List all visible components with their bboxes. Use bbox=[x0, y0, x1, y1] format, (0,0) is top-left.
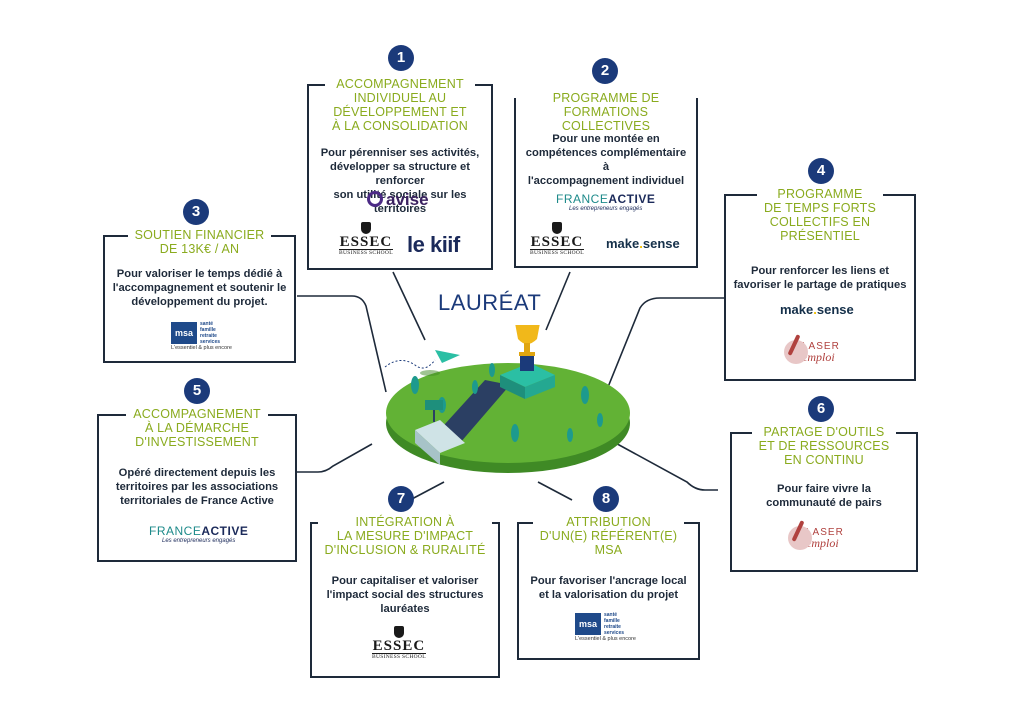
msa-logo: msa santé famille retraite services L'es… bbox=[575, 612, 636, 642]
box-description: Opéré directement depuis les territoires… bbox=[115, 467, 279, 507]
box-formations-collectives: PROGRAMME DE FORMATIONS COLLECTIVES Pour… bbox=[514, 91, 698, 268]
box-mesure-impact: INTÉGRATION À LA MESURE D'IMPACT D'INCLU… bbox=[310, 515, 500, 678]
box-title: ACCOMPAGNEMENT À LA DÉMARCHE D'INVESTISS… bbox=[126, 407, 268, 449]
step-number-7: 7 bbox=[388, 486, 414, 512]
box-description: Pour faire vivre la communauté de pairs bbox=[766, 483, 882, 509]
step-number-6: 6 bbox=[808, 396, 834, 422]
box-temps-forts: PROGRAMME DE TEMPS FORTS COLLECTIFS EN P… bbox=[724, 187, 916, 381]
box-title: PARTAGE D'OUTILS ET DE RESSOURCES EN CON… bbox=[751, 425, 897, 467]
essec-logo: ESSEC BUSINESS SCHOOL bbox=[339, 222, 393, 257]
box-title: INTÉGRATION À LA MESURE D'IMPACT D'INCLU… bbox=[317, 515, 493, 557]
box-demarche-investissement: ACCOMPAGNEMENT À LA DÉMARCHE D'INVESTISS… bbox=[97, 407, 297, 562]
essec-logo: ESSEC BUSINESS SCHOOL bbox=[372, 626, 426, 661]
box-referent-msa: ATTRIBUTION D'UN(E) RÉFÉRENT(E) MSA Pour… bbox=[517, 515, 700, 660]
essec-logo: ESSEC BUSINESS SCHOOL bbox=[530, 222, 584, 257]
avise-logo: avise bbox=[367, 190, 429, 210]
makesense-logo: make.sense bbox=[780, 302, 854, 317]
box-partage-outils: PARTAGE D'OUTILS ET DE RESSOURCES EN CON… bbox=[730, 425, 918, 572]
box-description: Pour valoriser le temps dédié à l'accomp… bbox=[112, 268, 287, 308]
makesense-logo: make.sense bbox=[606, 236, 680, 251]
step-number-8: 8 bbox=[593, 486, 619, 512]
msa-logo: msa santé famille retraite services L'es… bbox=[171, 321, 232, 351]
le-kiif-logo: le kiif bbox=[407, 232, 460, 257]
box-description: Pour favoriser l'ancrage local et la val… bbox=[530, 575, 687, 601]
box-title: SOUTIEN FINANCIER DE 13K€ / AN bbox=[127, 228, 272, 256]
box-accompagnement-individuel: ACCOMPAGNEMENT INDIVIDUEL AU DÉVELOPPEME… bbox=[307, 77, 493, 270]
step-number-5: 5 bbox=[184, 378, 210, 404]
france-active-logo: FRANCEACTIVE Les entrepreneurs engagés bbox=[149, 524, 249, 544]
box-title: PROGRAMME DE TEMPS FORTS COLLECTIFS EN P… bbox=[756, 187, 884, 243]
box-title: ATTRIBUTION D'UN(E) RÉFÉRENT(E) MSA bbox=[532, 515, 685, 557]
box-soutien-financier: SOUTIEN FINANCIER DE 13K€ / AN Pour valo… bbox=[103, 228, 296, 363]
laureat-island-illustration bbox=[384, 325, 630, 473]
box-description: Pour renforcer les liens et favoriser le… bbox=[733, 265, 907, 291]
step-number-2: 2 bbox=[592, 58, 618, 84]
box-description: Pour une montée en compétences complémen… bbox=[525, 133, 687, 187]
laureat-title: LAURÉAT bbox=[438, 290, 542, 315]
step-number-4: 4 bbox=[808, 158, 834, 184]
france-active-logo: FRANCEACTIVE Les entrepreneurs engagés bbox=[556, 192, 656, 212]
box-description: Pour capitaliser et valoriser l'impact s… bbox=[326, 575, 484, 615]
step-number-1: 1 bbox=[388, 45, 414, 71]
step-number-3: 3 bbox=[183, 199, 209, 225]
box-title: ACCOMPAGNEMENT INDIVIDUEL AU DÉVELOPPEME… bbox=[324, 77, 476, 133]
box-description: Pour pérenniser ses activités, développe… bbox=[320, 147, 480, 215]
box-title: PROGRAMME DE FORMATIONS COLLECTIVES bbox=[516, 91, 696, 133]
